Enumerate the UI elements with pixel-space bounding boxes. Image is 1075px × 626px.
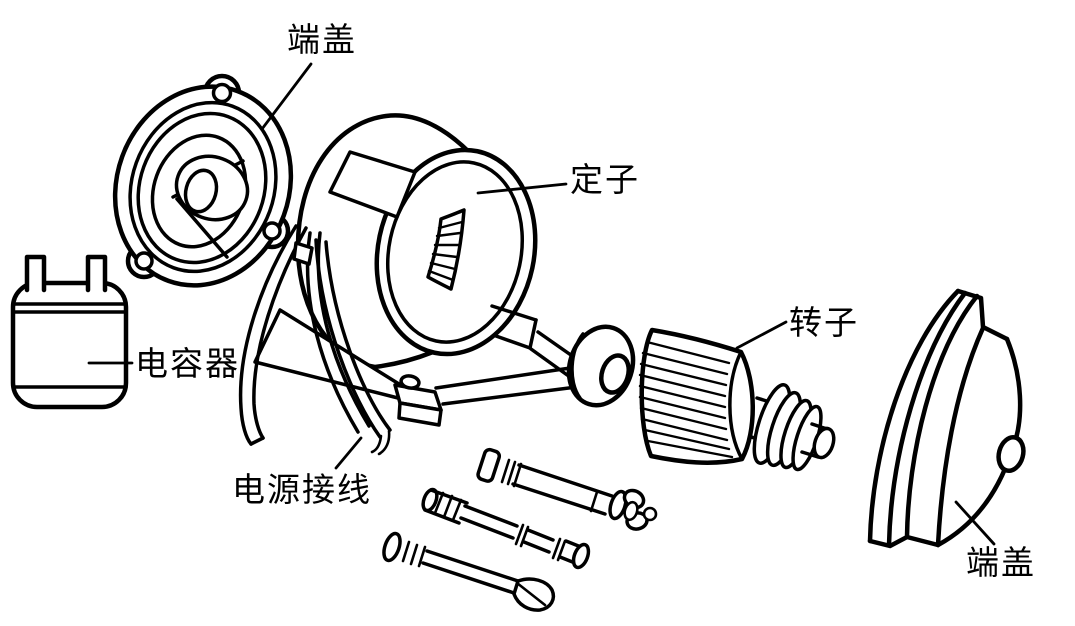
leader-rear-end-cover [954,500,996,546]
front-end-cover-drawing [112,73,294,288]
rotor-drawing [566,324,836,472]
label-stator: 定子 [570,162,640,199]
leader-rotor [735,320,788,350]
rotor-shaft-tip [800,422,836,460]
cover-boss [996,435,1026,473]
rear-end-cover-drawing [867,288,1026,549]
tie-bolt-top [476,447,658,531]
label-rotor: 转子 [789,305,859,342]
leader-power-leads [334,436,363,470]
leader-front-end-cover [260,62,313,131]
capacitor-drawing [10,254,129,410]
cover-bolt-hole [134,251,154,271]
tie-bolt-bottom [382,531,556,612]
leader-lines [87,62,996,546]
labels: 端盖 定子 转子 电容器 电源接线 端盖 [135,22,1036,582]
label-power-leads: 电源接线 [232,472,372,509]
label-front-end-cover: 端盖 [287,22,357,59]
cover-bolt-hole [211,82,233,104]
leader-stator [476,182,568,195]
label-rear-end-cover: 端盖 [966,545,1036,582]
tie-bolt-middle [421,487,591,570]
bearing-bore [599,353,631,395]
rotor-ribbed-end [752,383,823,472]
stator-slot [426,208,466,291]
capacitor-terminal [24,254,47,293]
rotor-laminations [638,340,734,459]
cover-bolt-hole [262,221,282,241]
wire-clamp [292,241,314,266]
label-capacitor: 电容器 [135,346,240,383]
stator-nameplate [328,150,417,219]
power-leads-drawing [238,224,392,456]
capacitor-terminal [85,254,108,293]
stator-drawing [253,113,610,427]
base-hole [399,374,421,390]
